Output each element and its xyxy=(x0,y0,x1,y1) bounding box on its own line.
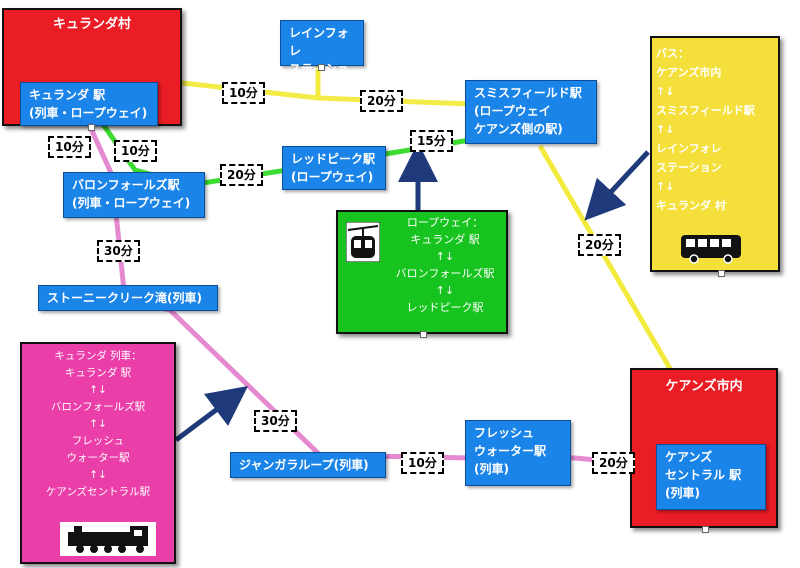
cairns-resize-handle[interactable] xyxy=(702,526,709,533)
ropeway-legend-resize-handle[interactable] xyxy=(420,331,427,338)
station-rainforest[interactable]: レインフォレ ステーション xyxy=(280,20,364,94)
station-freshwater[interactable]: フレッシュ ウォーター駅 (列車) xyxy=(465,420,571,486)
cairns-city-title: ケアンズ市内 xyxy=(665,379,743,394)
station-smithfield[interactable]: スミスフィールド駅 (ロープウェイ ケアンズ側の駅) xyxy=(465,80,597,144)
time-barron-stoney: 30分 xyxy=(97,240,140,262)
station-cairns-central[interactable]: ケアンズ セントラル 駅 (列車) xyxy=(656,444,766,510)
time-kuranda-barron-train: 10分 xyxy=(48,136,91,158)
station-barron-falls[interactable]: バロンフォールズ駅 (列車・ロープウェイ) xyxy=(63,172,205,218)
time-redpeak-barron: 20分 xyxy=(220,164,263,186)
time-smithfield-cairns: 20分 xyxy=(578,234,621,256)
bus-icon xyxy=(680,234,742,268)
locomotive-icon xyxy=(60,522,156,560)
ropeway-legend: ロープウェイ： キュランダ 駅 ↑↓ バロンフォールズ駅 ↑↓ レッドピーク駅 xyxy=(336,210,508,334)
time-kuranda-barron-ropeway: 10分 xyxy=(114,140,157,162)
ropeway-legend-text: ロープウェイ： キュランダ 駅 ↑↓ バロンフォールズ駅 ↑↓ レッドピーク駅 xyxy=(395,216,495,314)
time-smithfield-redpeak: 15分 xyxy=(410,130,453,152)
bus-legend-arrow xyxy=(584,150,650,221)
station-kuranda[interactable]: キュランダ 駅 (列車・ロープウェイ) xyxy=(20,82,158,126)
station-stoney-creek[interactable]: ストーニークリーク滝(列車) xyxy=(38,285,218,311)
bus-legend: バス： ケアンズ市内 ↑↓ スミスフィールド駅 ↑↓ レインフォレ ステーション… xyxy=(650,36,780,272)
kuranda-resize-handle[interactable] xyxy=(88,124,95,131)
train-legend: キュランダ 列車： キュランダ 駅 ↑↓ バロンフォールズ駅 ↑↓ フレッシュ … xyxy=(20,342,176,564)
station-red-peak[interactable]: レッドピーク駅 (ロープウェイ) xyxy=(282,146,386,190)
time-rainforest-smithfield: 20分 xyxy=(360,90,403,112)
bus-route-kuranda-smithfield xyxy=(152,77,473,107)
bus-legend-text: バス： ケアンズ市内 ↑↓ スミスフィールド駅 ↑↓ レインフォレ ステーション… xyxy=(656,47,755,212)
train-legend-arrow xyxy=(174,386,248,442)
time-jungara-freshwater: 10分 xyxy=(401,452,444,474)
time-freshwater-central: 20分 xyxy=(592,452,635,474)
kuranda-village-title: キュランダ村 xyxy=(52,17,131,32)
time-stoney-jungara: 30分 xyxy=(254,410,297,432)
time-kuranda-rainforest: 10分 xyxy=(222,82,265,104)
bus-route-smithfield-cairns xyxy=(537,144,675,374)
rainforest-resize-handle[interactable] xyxy=(318,64,325,71)
station-jungara[interactable]: ジャンガラループ(列車) xyxy=(230,452,386,478)
train-legend-text: キュランダ 列車： キュランダ 駅 ↑↓ バロンフォールズ駅 ↑↓ フレッシュ … xyxy=(45,350,151,498)
gondola-icon xyxy=(345,221,381,266)
bus-legend-resize-handle[interactable] xyxy=(718,270,725,277)
